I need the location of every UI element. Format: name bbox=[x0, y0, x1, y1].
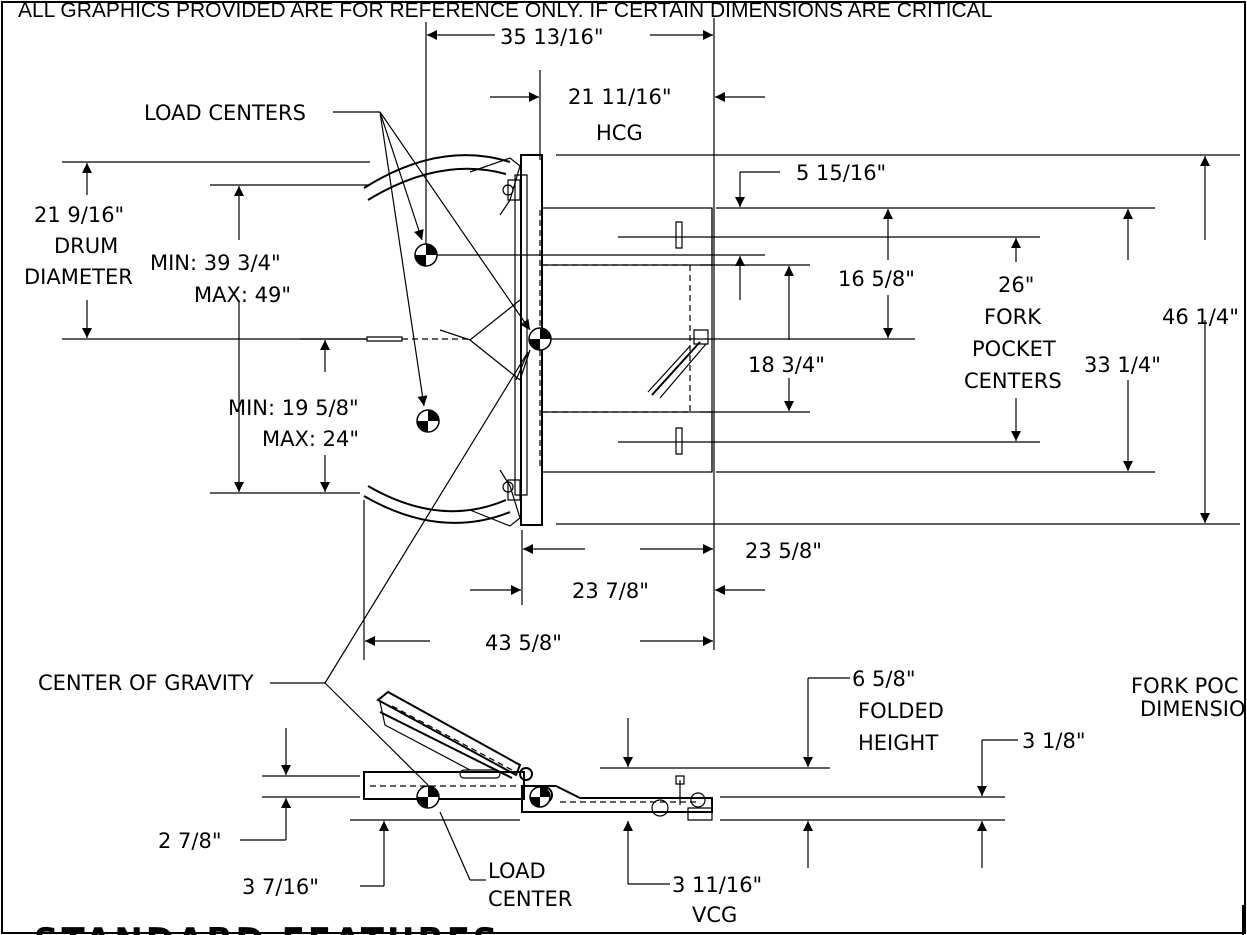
text-labels: 35 13/16" 21 11/16" HCG LOAD CENTERS 5 1… bbox=[24, 25, 1246, 935]
drum-label: DRUM bbox=[54, 234, 118, 258]
dim-top-width: 35 13/16" bbox=[500, 25, 604, 49]
dim-3-1-8: 3 1/8" bbox=[1022, 729, 1086, 753]
lower-drum-arm bbox=[364, 496, 510, 523]
max-drum-range: MAX: 49" bbox=[194, 283, 291, 307]
pocket-label: POCKET bbox=[972, 337, 1056, 361]
diameter-label: DIAMETER bbox=[24, 265, 133, 289]
hcg-label: HCG bbox=[596, 121, 643, 145]
vcg-value: 3 11/16" bbox=[672, 873, 762, 897]
fork-pocket-dimensions-line1: FORK POC bbox=[1131, 674, 1239, 698]
fork-pocket-side bbox=[522, 786, 712, 812]
center-of-gravity-symbol bbox=[529, 328, 551, 350]
max-cradle-range: MAX: 24" bbox=[262, 427, 359, 451]
fork-label: FORK bbox=[984, 305, 1042, 329]
drum-diameter-value: 21 9/16" bbox=[34, 203, 124, 227]
upper-drum-arm bbox=[364, 155, 510, 188]
dimension-lines-top bbox=[82, 30, 1210, 646]
vcg-label: VCG bbox=[692, 903, 737, 927]
cg-symbols-top bbox=[415, 244, 551, 432]
load-center-symbol-side bbox=[417, 786, 439, 808]
dim-23-7-8: 23 7/8" bbox=[572, 579, 649, 603]
extension-lines-top bbox=[62, 18, 1240, 660]
hcg-value: 21 11/16" bbox=[568, 85, 672, 109]
min-cradle-range: MIN: 19 5/8" bbox=[228, 396, 359, 420]
dim-33-1-4: 33 1/4" bbox=[1084, 353, 1161, 377]
folded-height-value: 6 5/8" bbox=[852, 667, 916, 691]
fork-pocket-centers-value: 26" bbox=[998, 273, 1034, 297]
center-of-gravity-label: CENTER OF GRAVITY bbox=[38, 671, 254, 695]
load-center-symbol-upper bbox=[415, 244, 437, 266]
section-title: STANDARD FEATURES bbox=[34, 921, 500, 935]
min-drum-range: MIN: 39 3/4" bbox=[150, 251, 281, 275]
folded-label: FOLDED bbox=[858, 699, 944, 723]
folded-arm bbox=[378, 692, 520, 775]
load-center-label-2: CENTER bbox=[488, 887, 572, 911]
dimension-lines-side bbox=[240, 678, 1018, 886]
load-centers-label: LOAD CENTERS bbox=[144, 101, 306, 125]
dim-18-3-4: 18 3/4" bbox=[748, 353, 825, 377]
header-disclaimer: ALL GRAPHICS PROVIDED ARE FOR REFERENCE … bbox=[18, 0, 992, 22]
centers-label: CENTERS bbox=[964, 369, 1062, 393]
dim-2-7-8: 2 7/8" bbox=[158, 829, 222, 853]
side-view bbox=[364, 692, 712, 820]
height-label: HEIGHT bbox=[858, 731, 938, 755]
dim-46-1-4: 46 1/4" bbox=[1162, 305, 1239, 329]
fork-offset-dim: 5 15/16" bbox=[796, 161, 886, 185]
load-center-symbol-lower bbox=[417, 410, 439, 432]
dim-3-7-16: 3 7/16" bbox=[242, 875, 319, 899]
load-center-label-1: LOAD bbox=[488, 859, 546, 883]
leader-lines-top bbox=[270, 112, 530, 785]
fork-pocket-dimensions-line2: DIMENSIO bbox=[1140, 697, 1246, 721]
dim-16-5-8: 16 5/8" bbox=[838, 267, 915, 291]
vcg-symbol-side bbox=[530, 787, 550, 807]
dim-43-5-8: 43 5/8" bbox=[485, 631, 562, 655]
dim-23-5-8: 23 5/8" bbox=[745, 539, 822, 563]
